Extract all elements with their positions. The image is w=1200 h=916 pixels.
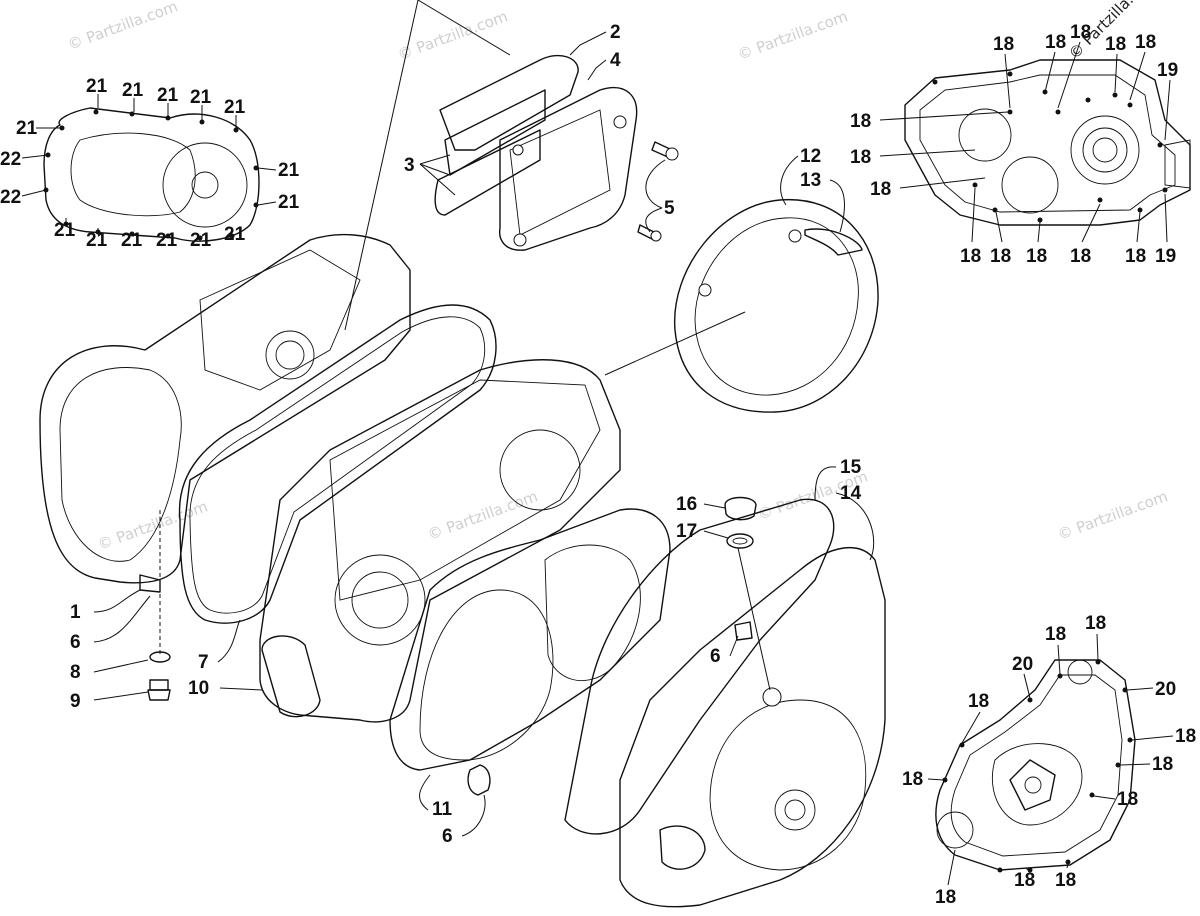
callout-18: 18	[1045, 624, 1066, 645]
callout-21: 21	[224, 224, 246, 245]
bottom-right-cover	[935, 659, 1136, 873]
callout-5: 5	[664, 198, 675, 219]
callout-18: 18	[990, 246, 1011, 267]
side-cover-14	[619, 546, 886, 908]
callout-21: 21	[224, 97, 246, 118]
callout-21: 21	[190, 87, 212, 108]
air-duct-plates	[434, 54, 638, 251]
callout-18: 18	[968, 691, 989, 712]
callout-19: 19	[1157, 60, 1178, 81]
dowel-pin-6	[734, 621, 753, 641]
watermark: © Partzilla.com	[65, 0, 180, 54]
callout-20: 20	[1012, 654, 1033, 675]
callout-2: 2	[610, 22, 621, 43]
gasket-7	[178, 304, 497, 624]
callout-19: 19	[1155, 246, 1176, 267]
callout-18: 18	[850, 147, 871, 168]
washer-17	[726, 533, 754, 549]
callout-18: 18	[1125, 246, 1146, 267]
callout-21: 21	[86, 230, 108, 251]
callout-22: 22	[0, 149, 21, 170]
callout-13: 13	[800, 170, 821, 191]
callout-21: 21	[122, 80, 144, 101]
clutch-outer-cover	[43, 107, 260, 242]
callout-18: 18	[935, 887, 956, 908]
callout-18: 18	[850, 111, 871, 132]
callout-18: 18	[1014, 870, 1035, 891]
callouts-plates: 2 4 3 5	[344, 0, 675, 331]
callout-18: 18	[870, 179, 891, 200]
callout-10: 10	[188, 678, 209, 699]
callout-8: 8	[70, 662, 81, 683]
callouts-outer-cover: 21 21 21 21 21 21 22 22 21 21 21 21 21 2…	[0, 76, 300, 251]
watermark: © Partzilla.com	[95, 497, 210, 554]
callout-18: 18	[902, 769, 923, 790]
top-right-cover	[904, 59, 1191, 226]
callout-18: 18	[993, 34, 1014, 55]
callout-6: 6	[442, 826, 453, 847]
plug-16	[724, 496, 757, 521]
watermark: © Partzilla.com	[425, 487, 540, 544]
callout-18: 18	[1135, 32, 1156, 53]
gasket-11	[389, 508, 671, 796]
callout-21: 21	[54, 220, 76, 241]
callout-18: 18	[1026, 246, 1047, 267]
callout-20: 20	[1155, 679, 1176, 700]
middle-housing	[259, 359, 621, 723]
callout-22: 22	[0, 187, 21, 208]
callout-18: 18	[1070, 246, 1091, 267]
callout-21: 21	[86, 76, 108, 97]
callout-18: 18	[1055, 870, 1076, 891]
callout-14: 14	[840, 483, 862, 504]
callout-18: 18	[960, 246, 981, 267]
callout-3: 3	[404, 155, 415, 176]
callouts-top-right: 18 18 18 18 18 19 18 18 18 18 18 18 18 1…	[850, 22, 1178, 267]
callout-21: 21	[157, 85, 179, 106]
watermark: © Partzilla.com	[1055, 487, 1170, 544]
callout-18: 18	[1085, 613, 1106, 634]
gasket-15	[564, 498, 835, 835]
callout-18: 18	[1070, 22, 1091, 43]
callout-18: 18	[1117, 789, 1138, 810]
drain-parts-left	[147, 651, 171, 701]
watermark: © Partzilla.com	[395, 7, 510, 64]
callout-6: 6	[710, 646, 721, 667]
callout-17: 17	[676, 521, 697, 542]
inner-housing-cover	[604, 198, 879, 413]
callout-12: 12	[800, 146, 821, 167]
callouts-bottom-right: 18 18 20 20 18 18 18 18 18 18 18 18	[902, 613, 1196, 908]
callout-21: 21	[156, 230, 178, 251]
callout-16: 16	[676, 494, 697, 515]
callout-7: 7	[198, 652, 209, 673]
callout-21: 21	[278, 160, 300, 181]
callout-6: 6	[70, 632, 81, 653]
clutch-housing	[39, 233, 411, 593]
callouts-inner-cover: 12 13	[780, 146, 845, 233]
callout-18: 18	[1105, 34, 1126, 55]
watermark: © Partzilla.com	[735, 7, 850, 64]
callout-18: 18	[1175, 726, 1196, 747]
callout-4: 4	[610, 50, 621, 71]
bolt-5	[637, 141, 679, 242]
callout-1: 1	[70, 602, 81, 623]
callout-15: 15	[840, 457, 862, 478]
callouts-middle: 1 6 8 9 7 10 11 6 16 17 15 14 6	[70, 457, 875, 847]
callout-21: 21	[16, 118, 38, 139]
callout-21: 21	[121, 230, 143, 251]
callout-9: 9	[70, 691, 81, 712]
callout-11: 11	[432, 799, 453, 820]
callout-18: 18	[1045, 32, 1066, 53]
callout-21: 21	[190, 230, 212, 251]
callout-18: 18	[1152, 754, 1173, 775]
callout-21: 21	[278, 192, 300, 213]
